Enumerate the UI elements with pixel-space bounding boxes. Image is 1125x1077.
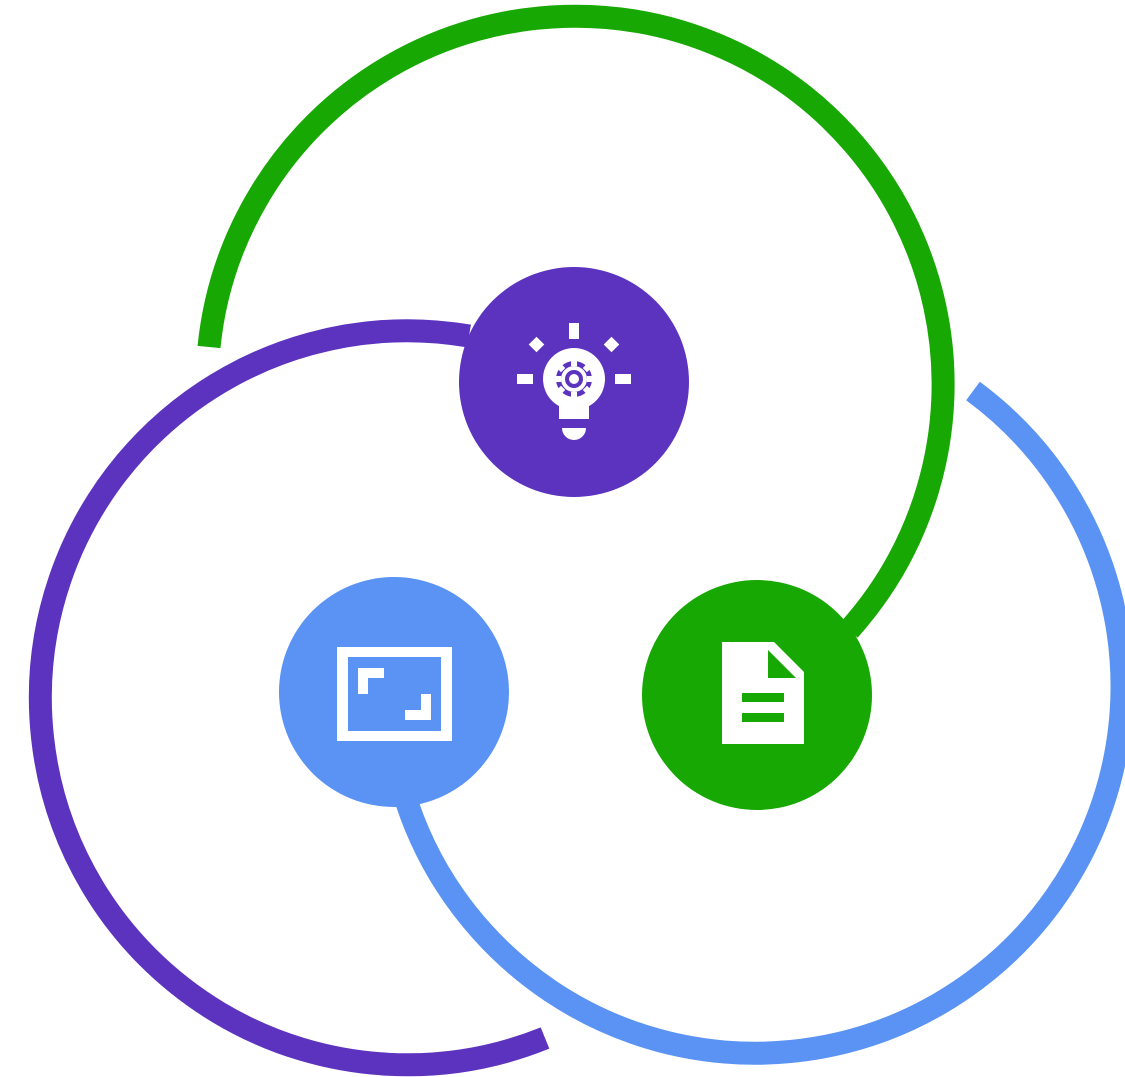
idea-node bbox=[459, 267, 689, 497]
expand-node bbox=[279, 577, 509, 807]
blue-ring bbox=[391, 381, 1125, 1065]
green-ring bbox=[197, 4, 955, 638]
expand-screen-icon bbox=[337, 647, 452, 741]
expand-node-circle bbox=[279, 577, 509, 807]
document-icon bbox=[722, 642, 804, 744]
gear-icon bbox=[555, 360, 593, 398]
purple-ring bbox=[28, 319, 550, 1077]
document-node bbox=[642, 580, 872, 810]
